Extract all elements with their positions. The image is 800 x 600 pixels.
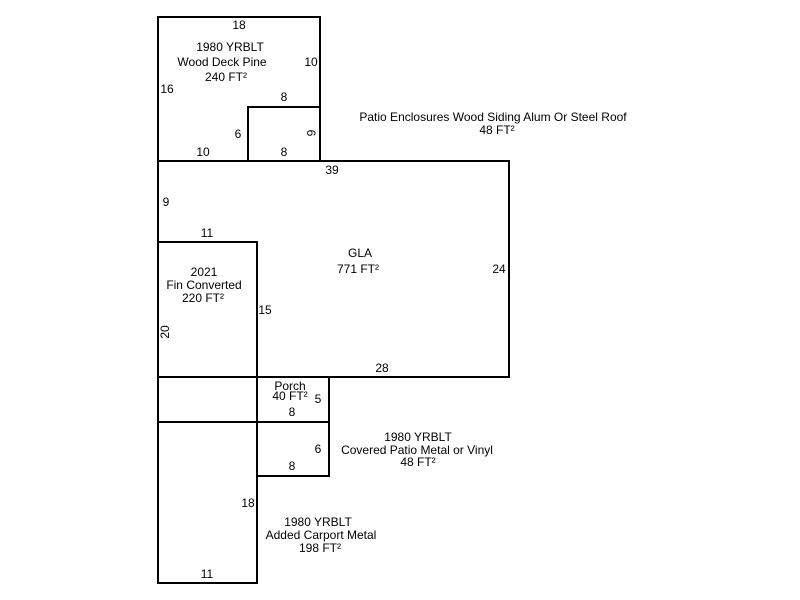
covered-patio-dim-bottom: 8: [289, 459, 296, 473]
fin-converted-dim-left: 20: [158, 325, 172, 339]
patio-enclosure-name: Patio Enclosures Wood Siding Alum Or Ste…: [359, 110, 627, 124]
deck-name: Wood Deck Pine: [177, 55, 266, 69]
patio-enclosure-area: 48 FT²: [479, 123, 514, 137]
deck-dim-right: 10: [304, 55, 318, 69]
patio-enclosure-dim-right: 6: [304, 130, 318, 137]
porch-dim-right: 5: [315, 392, 322, 406]
deck-dim-left: 16: [160, 82, 174, 96]
covered-patio-area: 48 FT²: [400, 455, 435, 469]
carport-area: 198 FT²: [299, 541, 341, 555]
fin-converted-name: Fin Converted: [166, 278, 241, 292]
porch-area: 40 FT²: [272, 389, 307, 403]
patio-enclosure-dim-bottom: 8: [281, 145, 288, 159]
covered-patio-year: 1980 YRBLT: [384, 430, 452, 444]
gla-dim-inner-left: 15: [258, 303, 272, 317]
gla-dim-right: 24: [492, 262, 506, 276]
deck-dim-top: 18: [232, 18, 246, 32]
carport-dim-bottom: 11: [201, 567, 214, 581]
gla-dim-top: 39: [325, 163, 339, 177]
gla-dim-bottom: 28: [375, 361, 389, 375]
carport-dim-right: 18: [241, 496, 255, 510]
deck-dim-bottom: 10: [196, 145, 210, 159]
patio-enclosure-dim-top: 8: [281, 90, 288, 104]
covered-patio-dim-right: 6: [315, 442, 322, 456]
gla-dim-left: 9: [163, 195, 170, 209]
gla-area: 771 FT²: [337, 262, 379, 276]
carport-year: 1980 YRBLT: [284, 515, 352, 529]
deck-area: 240 FT²: [205, 70, 247, 84]
carport-outline: [157, 421, 258, 584]
carport-name: Added Carport Metal: [266, 528, 377, 542]
covered-patio-name: Covered Patio Metal or Vinyl: [341, 443, 493, 457]
gla-name: GLA: [348, 246, 372, 260]
fin-converted-area: 220 FT²: [182, 291, 224, 305]
deck-year: 1980 YRBLT: [196, 40, 264, 54]
porch-dim-bottom: 8: [289, 405, 296, 419]
fin-converted-year: 2021: [191, 265, 218, 279]
fin-converted-dim-top: 11: [201, 226, 214, 240]
porch-name: Porch: [274, 379, 305, 393]
patio-enclosure-dim-left: 6: [235, 127, 242, 141]
